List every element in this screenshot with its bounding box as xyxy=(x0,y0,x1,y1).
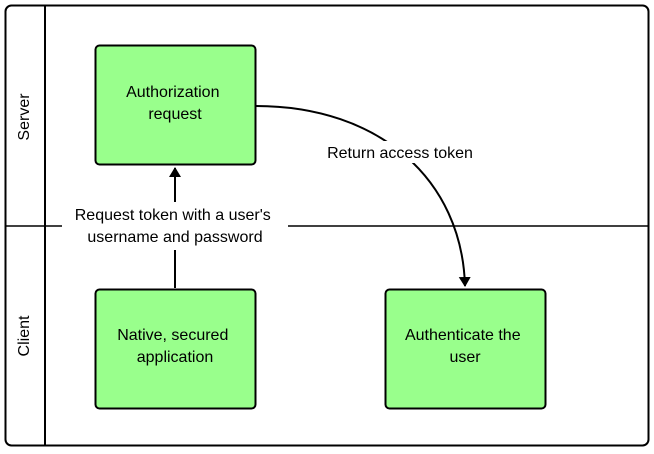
node-authenticate-user: Authenticate the user xyxy=(384,288,547,410)
edge-label-bg-request-token xyxy=(62,202,288,250)
edge-label-request-token-line2: username and password xyxy=(87,229,262,246)
node-authorization-request-line2: request xyxy=(148,106,202,123)
edge-label-return-token: Return access token xyxy=(327,145,473,162)
edge-label-request-token: Request token with a user's username and… xyxy=(75,207,276,246)
node-native-application-line2: application xyxy=(137,349,214,366)
node-authorization-request-line1: Authorization xyxy=(126,84,219,101)
lane-label-client: Client xyxy=(16,315,33,356)
node-native-application-line1: Native, secured xyxy=(117,327,228,344)
lane-label-server: Server xyxy=(16,93,33,141)
node-authenticate-user-line1: Authenticate the xyxy=(405,327,521,344)
edge-label-bg-return-token xyxy=(315,141,487,163)
node-native-application: Native, secured application xyxy=(94,288,257,410)
node-authorization-request: Authorization request xyxy=(94,44,257,166)
svg-text:Authorization request: Authorization request xyxy=(126,84,224,123)
svg-text:Authenticate the user: Authenticate the user xyxy=(405,327,525,366)
svg-text:Native, secured applicat: Native, secured application xyxy=(117,327,233,366)
edge-label-request-token-line1: Request token with a user's xyxy=(75,207,271,224)
node-authenticate-user-line2: user xyxy=(449,349,481,366)
